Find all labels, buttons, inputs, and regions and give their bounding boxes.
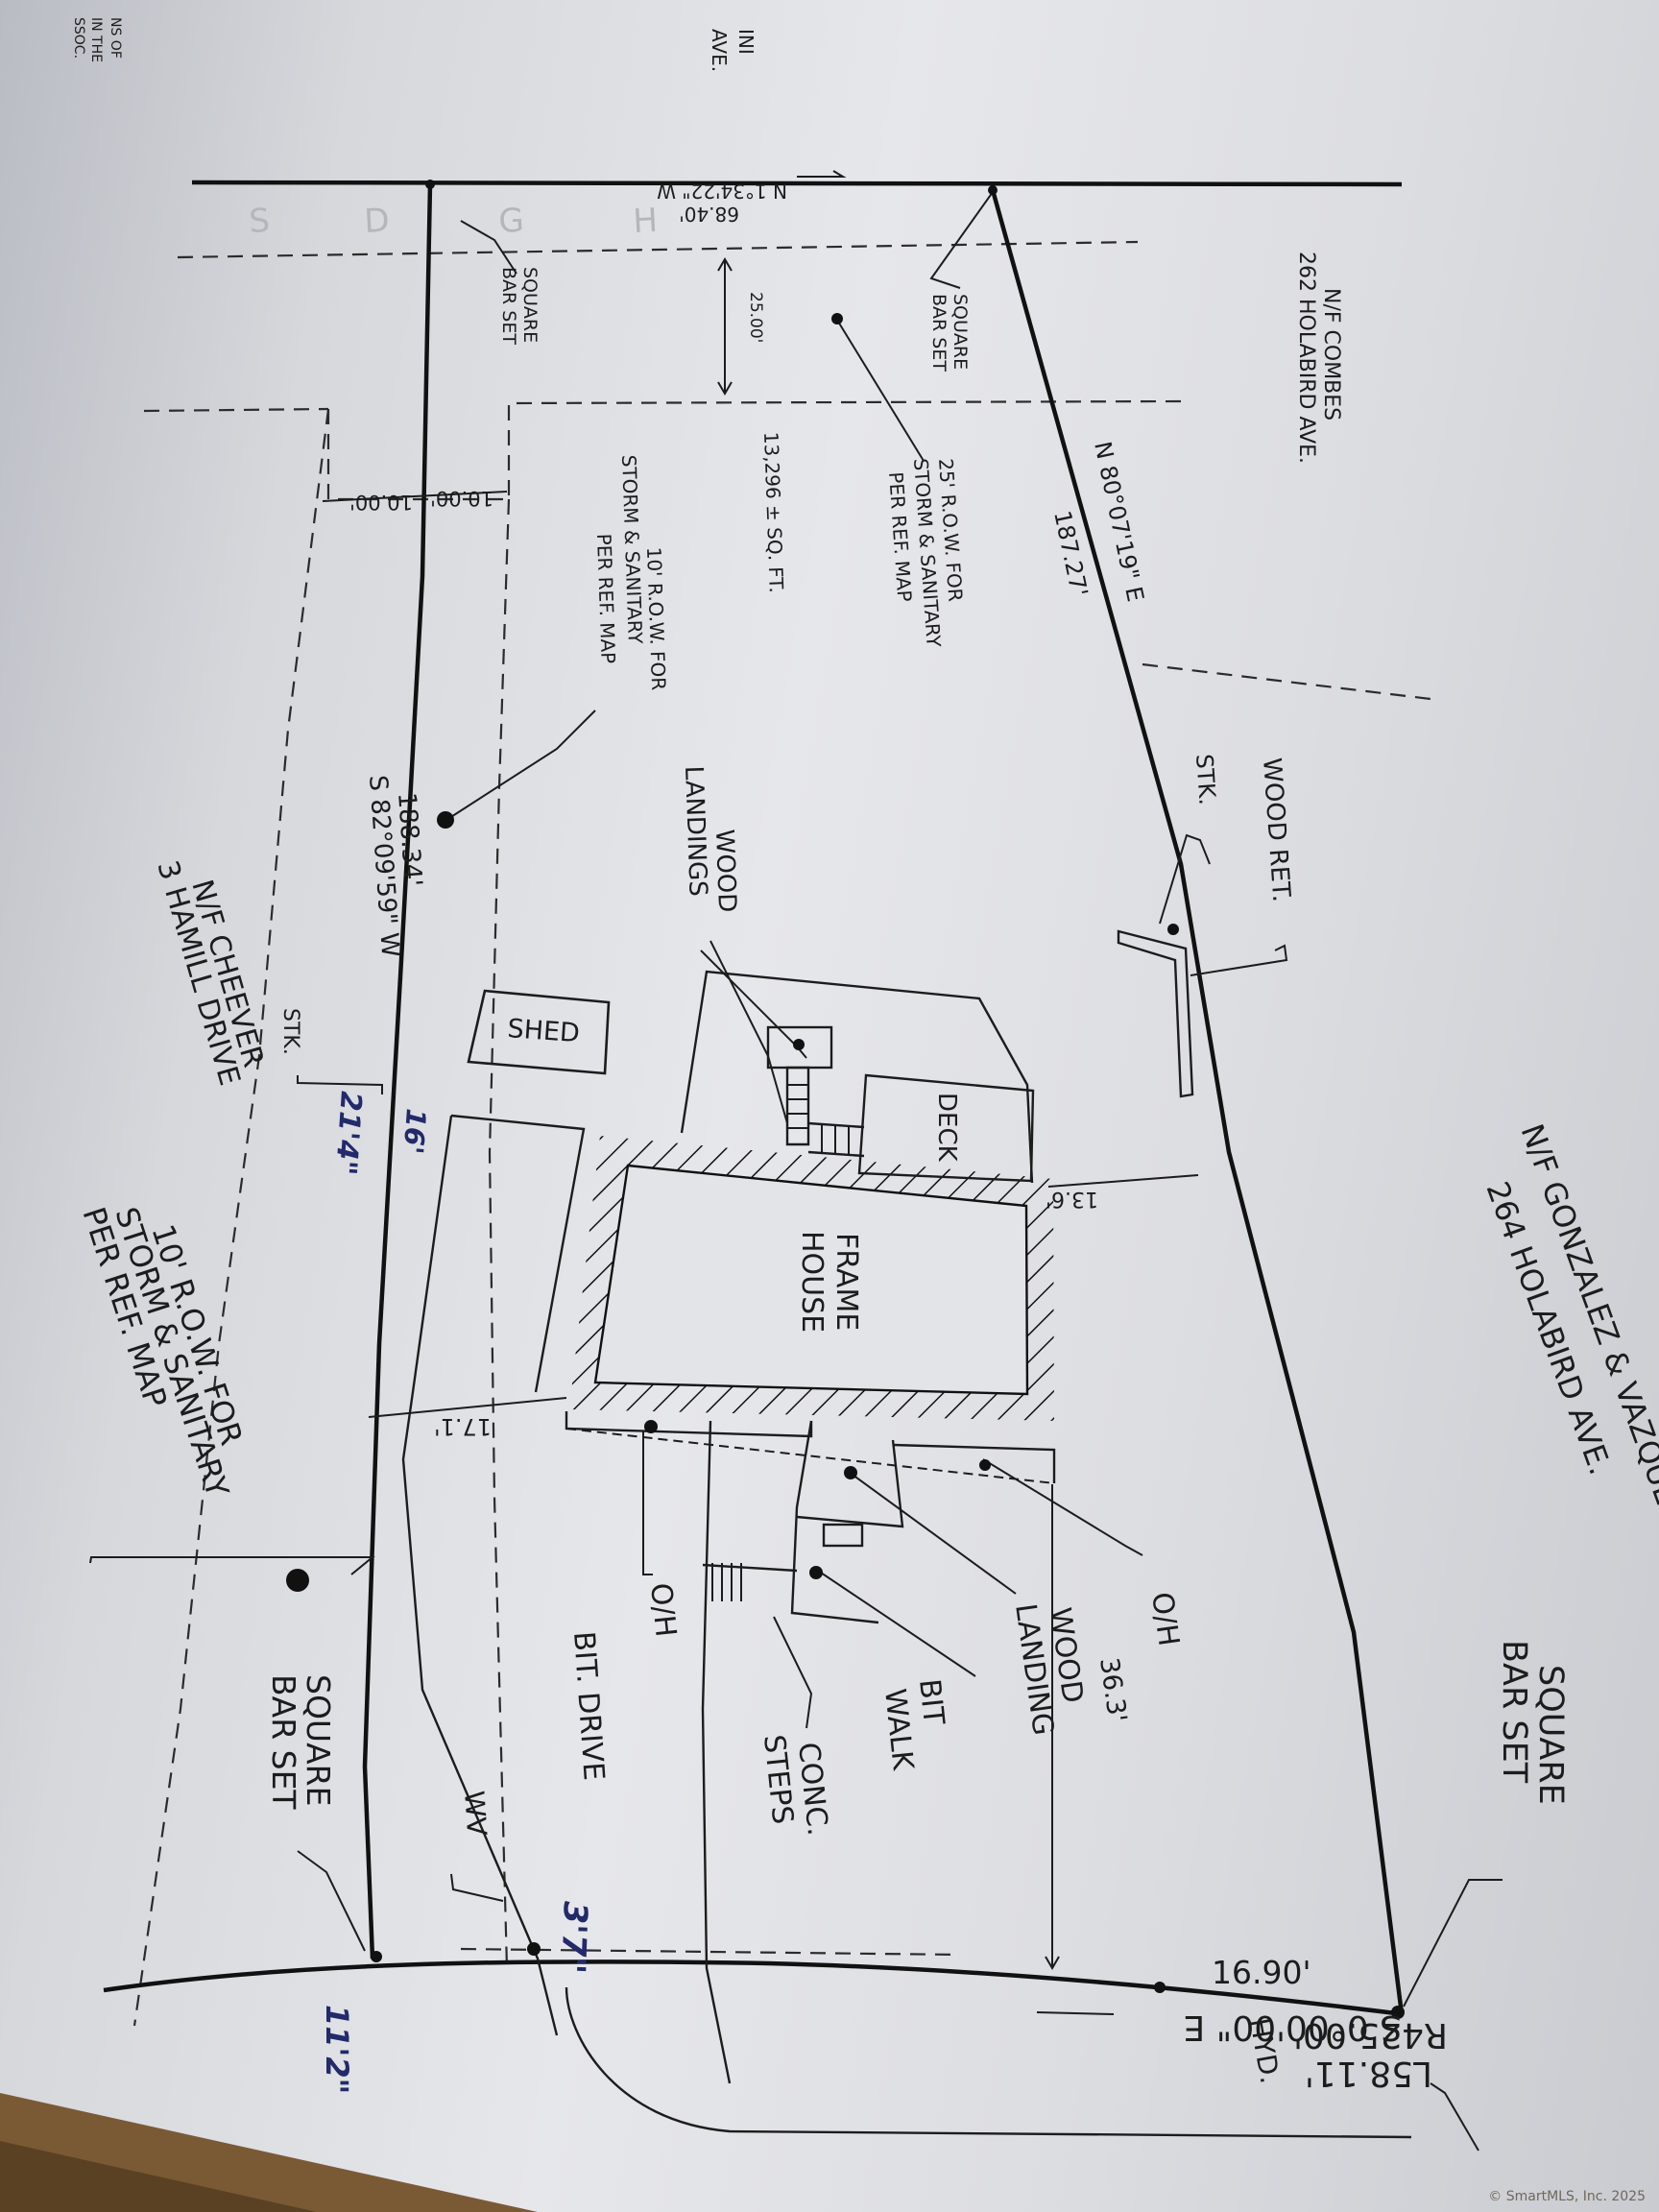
row-25-label: 25' R.O.W. FOR STORM & SANITARY PER REF.… (884, 458, 967, 649)
dimension-lines (322, 257, 1199, 2015)
wv-label: WV (458, 1790, 493, 1837)
wood-landing-label: WOOD LANDING (1008, 1601, 1090, 1738)
wood-landings-label: WOOD LANDINGS (679, 765, 741, 913)
deck-label: DECK (932, 1093, 961, 1163)
curve-chord-distance: 16.90' (1212, 1954, 1311, 1991)
shed-label: SHED (507, 1014, 581, 1048)
handwritten-11-2: 11'2" (319, 2005, 355, 2094)
handwritten-21-4: 21'4" (328, 1090, 368, 1176)
bit-walk-line: BIT (912, 1677, 950, 1727)
bar-set-label-line: BAR SET (265, 1674, 302, 1810)
corner-fragments: NS OF IN THE SSOC. INI AVE. (71, 17, 757, 72)
wood-landings-line: WOOD (709, 829, 741, 913)
east-side-bearing: N 80°07'19" E 187.27' (1048, 439, 1149, 604)
square-bar-set-top-right: SQUARE BAR SET (928, 294, 971, 372)
fragment-line-4: INI (734, 29, 757, 55)
fragment-line-5: AVE. (708, 29, 731, 72)
copyright-credit: © SmartMLS, Inc. 2025 (1488, 2189, 1646, 2204)
east-bearing-text: N 80°07'19" E (1089, 439, 1149, 604)
frame-house-footprint (569, 1136, 1054, 1421)
road-edge (565, 1986, 1412, 2139)
combes-line-1: N/F COMBES (1319, 288, 1343, 421)
svg-text:G: G (497, 202, 524, 241)
west-side-bearing: S 82°09'59" W 188.34' (363, 774, 427, 958)
property-boundary (103, 180, 1405, 2017)
frame-house-label: FRAME HOUSE (795, 1231, 863, 1333)
neighbor-combes: N/F COMBES 262 HOLABIRD AVE. (1294, 252, 1343, 464)
fragment-line-2: IN THE (88, 17, 104, 62)
dim-36-label: 36.3' (1094, 1656, 1132, 1724)
bit-walk-label: BIT WALK (878, 1677, 950, 1772)
setback-25: 25.00' (746, 292, 765, 343)
stk-top-label: STK. (1190, 753, 1221, 805)
conc-steps-line: CONC. (791, 1741, 834, 1838)
wood-retaining-wall (1117, 929, 1194, 1098)
handwritten-3-7: 3'7" (553, 1901, 594, 1975)
oh-right-label: O/H (1144, 1590, 1185, 1648)
svg-text:H: H (632, 202, 659, 241)
leader-lines (89, 191, 1503, 2152)
stair-treads (787, 1084, 850, 1154)
row-label-line: PER REF. MAP (592, 533, 620, 663)
frame-house-line: HOUSE (795, 1231, 829, 1333)
bar-set-label-line: SQUARE (1531, 1665, 1570, 1805)
bar-set-label-line: SQUARE (950, 294, 971, 370)
easement-lines (132, 240, 1431, 2027)
stk-bottom-label: STK. (278, 1008, 302, 1055)
fragment-line-3: SSOC. (71, 17, 86, 59)
survey-markers (286, 180, 1405, 2019)
svg-text:S: S (248, 202, 271, 241)
bar-set-label-line: BAR SET (1495, 1640, 1533, 1784)
fragment-line-1: NS OF (108, 17, 123, 59)
shed-outline (467, 989, 611, 1075)
square-bar-set-bottom-left: SQUARE BAR SET (265, 1674, 337, 1810)
setback-10-left: 10.00' (349, 491, 413, 514)
conc-steps-treads (711, 1563, 742, 1601)
bar-set-label-line: BAR SET (498, 267, 519, 345)
dim-17-label: 17.1' (434, 1413, 492, 1440)
row-label-line: 10' R.O.W. FOR (642, 546, 670, 690)
square-bar-set-top-left: SQUARE BAR SET (498, 267, 541, 345)
wood-landings-line: LANDINGS (679, 765, 712, 897)
curve-data: 16.90' S 0°00'00" E L58.11' R425.00' (1184, 1954, 1448, 2093)
svg-text:D: D (363, 202, 390, 241)
dim-13-label: 13.6' (1046, 1187, 1098, 1211)
combes-line-2: 262 HOLABIRD AVE. (1294, 252, 1318, 464)
west-bearing-distance: 188.34' (392, 791, 427, 887)
neighbor-gonzalez: N/F GONZALEZ & VAZQUEZ 264 HOLABIRD AVE. (1479, 1119, 1659, 1529)
overhang-line (565, 1428, 1055, 1484)
bit-walk-line: WALK (878, 1687, 920, 1772)
bit-drive-label: BIT. DRIVE (566, 1630, 611, 1782)
setback-10-right: 10.00' (430, 487, 493, 510)
handwritten-16: 16' (397, 1108, 432, 1156)
handwritten-notes: 21'4" 16' 3'7" 11'2" (319, 1090, 594, 2094)
oh-left-label: O/H (643, 1581, 683, 1639)
north-top-bearing: N 1°34'22" W 68.40' (657, 170, 847, 226)
bar-set-label-line: SQUARE (519, 267, 541, 343)
bar-set-label-line: BAR SET (928, 294, 950, 372)
curve-length: L58.11' (1305, 2054, 1432, 2093)
bar-set-label-line: SQUARE (300, 1674, 337, 1806)
curve-radius: R425.00' (1293, 2015, 1448, 2055)
row-label-line: STORM & SANITARY (617, 454, 647, 644)
north-top-bearing-text: N 1°34'22" W (657, 180, 787, 203)
floor-shadow (0, 2141, 317, 2212)
row-10-upper-label: 10' R.O.W. FOR STORM & SANITARY PER REF.… (592, 454, 670, 690)
square-bar-set-bottom-right: SQUARE BAR SET (1495, 1640, 1570, 1805)
driveway-outline (401, 1114, 1056, 2084)
north-top-distance: 68.40' (679, 203, 739, 226)
wood-ret-label: WOOD RET. (1257, 757, 1295, 902)
row-10-lower-label: 10' R.O.W. FOR STORM & SANITARY PER REF.… (75, 1203, 250, 1503)
neighbor-cheever: N/F CHEEVER 3 HAMILL DRIVE (150, 857, 270, 1090)
conc-steps-label: CONC. STEPS (757, 1733, 834, 1838)
lot-area: 13,296 ± SQ. FT. (759, 431, 788, 593)
frame-house-line: FRAME (830, 1233, 863, 1331)
curve-chord-bearing: S 0°00'00" E (1184, 2008, 1402, 2047)
